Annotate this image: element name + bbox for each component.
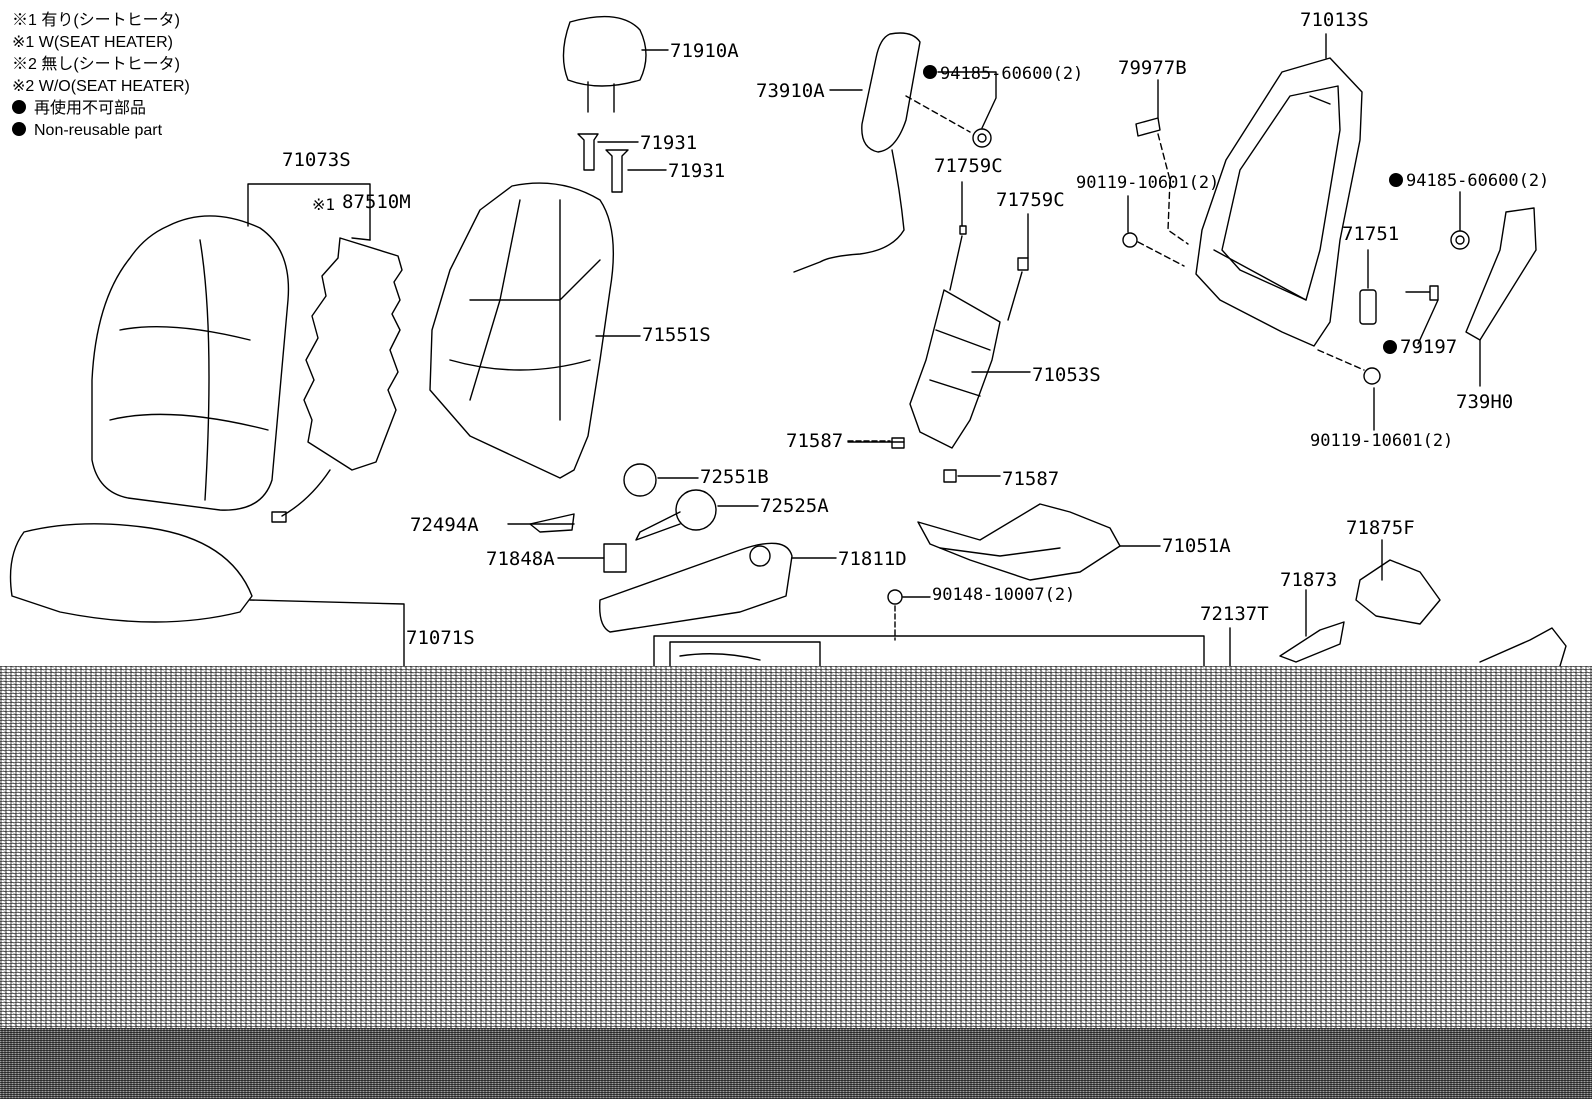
bullet-icon <box>12 100 26 114</box>
bolt-drawing-4 <box>887 589 903 641</box>
legend-row-nonreusable-jp: 再使用不可部品 <box>12 98 190 120</box>
label-72494A: 72494A <box>410 514 479 536</box>
non-reusable-dot-79197 <box>1383 340 1397 354</box>
legend-row-nonreusable-en: Non-reusable part <box>12 120 190 142</box>
label-71051A: 71051A <box>1162 535 1231 557</box>
label-71811D: 71811D <box>838 548 907 570</box>
frame-fragment-drawing <box>1479 627 1567 667</box>
legend-row-no-heater-jp: ※2 無し(シートヒータ) <box>12 54 190 76</box>
seat-cushion-drawing <box>9 523 405 667</box>
label-71759C-2: 71759C <box>996 189 1065 211</box>
lever-drawing <box>635 489 717 541</box>
label-71931-2: 71931 <box>668 160 725 182</box>
seat-heater-drawing <box>271 237 403 523</box>
label-71073S: 71073S <box>282 149 351 171</box>
side-airbag-drawing <box>793 32 971 273</box>
label-71848A: 71848A <box>486 548 555 570</box>
seatback-frame-drawing <box>1195 57 1363 347</box>
nut-drawing-1 <box>972 128 992 148</box>
legend-text: ※1 有り(シートヒータ) <box>12 12 181 29</box>
label-71053S: 71053S <box>1032 364 1101 386</box>
label-87510M-mark: ※1 <box>312 195 335 214</box>
label-71873: 71873 <box>1280 569 1337 591</box>
legend-row-no-heater-en: ※2 W/O(SEAT HEATER) <box>12 76 190 98</box>
label-71875F: 71875F <box>1346 517 1415 539</box>
label-72551B: 72551B <box>700 466 769 488</box>
label-72137T: 72137T <box>1200 603 1269 625</box>
legend-text: ※2 無し(シートヒータ) <box>12 56 181 73</box>
label-94185-2: 94185-60600(2) <box>1406 171 1549 191</box>
label-71551S: 71551S <box>642 324 711 346</box>
cable-drawing-2 <box>1007 257 1029 321</box>
cover-drawing-71875F <box>1355 559 1441 625</box>
scan-noise-band <box>0 1028 1592 1099</box>
label-71587-1: 71587 <box>786 430 843 452</box>
label-71071S: 71071S <box>406 627 475 649</box>
cover-drawing-71873 <box>1279 621 1345 663</box>
label-71587-2: 71587 <box>1002 468 1059 490</box>
label-90119-1: 90119-10601(2) <box>1076 173 1219 193</box>
lumbar-support-drawing <box>909 289 1001 449</box>
label-71751: 71751 <box>1342 223 1399 245</box>
bolt-drawing-1 <box>1122 232 1185 267</box>
bullet-icon <box>12 122 26 136</box>
bolt-drawing-3 <box>1405 285 1439 301</box>
legend: ※1 有り(シートヒータ) ※1 W(SEAT HEATER) ※2 無し(シー… <box>12 10 190 142</box>
label-90148: 90148-10007(2) <box>932 585 1075 605</box>
pin-drawing-1 <box>577 133 599 171</box>
label-71759C-1: 71759C <box>934 155 1003 177</box>
label-739H0: 739H0 <box>1456 391 1513 413</box>
side-shield-drawing <box>599 542 793 633</box>
bolt-drawing-2 <box>1317 349 1381 385</box>
label-79977B: 79977B <box>1118 57 1187 79</box>
label-87510M: 87510M <box>342 191 411 213</box>
side-trim-drawing <box>1465 207 1537 341</box>
legend-text: ※2 W/O(SEAT HEATER) <box>12 78 190 95</box>
non-reusable-dot-94185-1 <box>923 65 937 79</box>
label-72525A: 72525A <box>760 495 829 517</box>
cover-piece-drawing <box>529 513 575 533</box>
legend-text: Non-reusable part <box>34 122 163 139</box>
bracket-drawing <box>603 543 627 573</box>
label-71013S: 71013S <box>1300 9 1369 31</box>
label-94185-1: 94185-60600(2) <box>940 64 1083 84</box>
recliner-mechanism-drawing <box>917 503 1121 581</box>
label-90119-2: 90119-10601(2) <box>1310 431 1453 451</box>
leader-lines <box>247 33 1481 637</box>
label-plate-drawing <box>1135 117 1189 245</box>
legend-text: ※1 W(SEAT HEATER) <box>12 34 173 51</box>
clip-drawing-71587-1 <box>847 437 905 449</box>
inset-box-drawing <box>653 627 1231 667</box>
nut-drawing-2 <box>1450 230 1470 250</box>
seatback-cover-drawing <box>91 215 290 511</box>
label-79197: 79197 <box>1400 336 1457 358</box>
legend-row-heater-jp: ※1 有り(シートヒータ) <box>12 10 190 32</box>
pin-drawing-2 <box>605 149 629 193</box>
label-71910A: 71910A <box>670 40 739 62</box>
seatback-pad-drawing <box>429 182 614 479</box>
clip-drawing <box>1359 289 1377 325</box>
label-73910A: 73910A <box>756 80 825 102</box>
cable-drawing-1 <box>949 225 967 291</box>
knob-drawing <box>623 463 657 497</box>
non-reusable-dot-94185-2 <box>1389 173 1403 187</box>
legend-text: 再使用不可部品 <box>34 100 147 117</box>
headrest-drawing <box>562 15 647 113</box>
scan-noise-region <box>0 666 1592 1099</box>
clip-drawing-71587-2 <box>943 469 957 483</box>
legend-row-heater-en: ※1 W(SEAT HEATER) <box>12 32 190 54</box>
label-71931-1: 71931 <box>640 132 697 154</box>
